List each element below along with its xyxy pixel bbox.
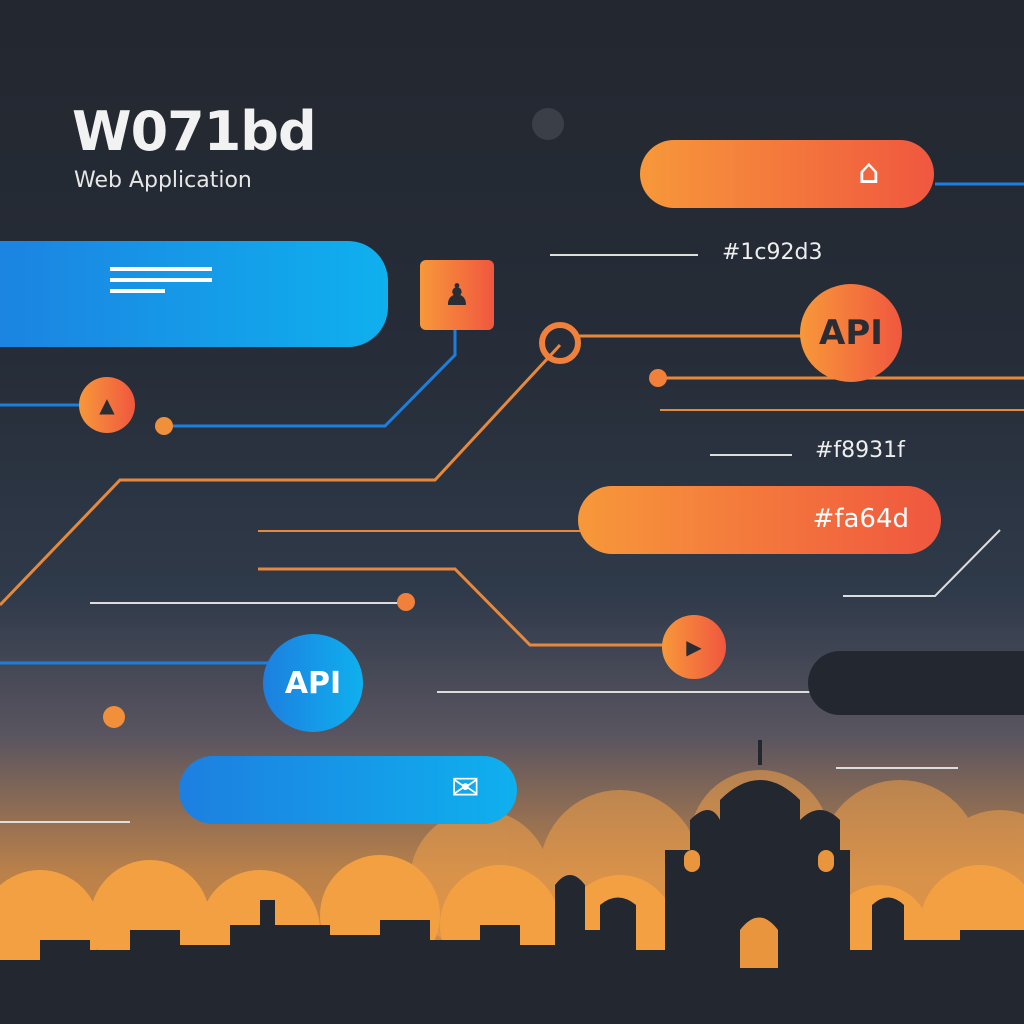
mail-bar[interactable]: ✉ [179, 756, 517, 824]
menu-icon [110, 267, 212, 293]
mail-icon: ✉ [451, 768, 480, 808]
api-badge-bottom[interactable]: API [263, 634, 363, 732]
color-label-blue: #1c92d3 [722, 240, 823, 265]
triangle-icon[interactable]: ▲ [79, 377, 135, 433]
dark-pill[interactable] [808, 651, 1024, 715]
color-pill-label: #fa64d [812, 504, 909, 534]
color-label-orange: #f8931f [815, 438, 905, 463]
api-badge-top[interactable]: API [800, 284, 902, 382]
menu-bar[interactable] [0, 241, 388, 347]
play-icon[interactable]: ▶ [662, 615, 726, 679]
app-subtitle: Web Application [74, 168, 252, 193]
home-button[interactable]: ⌂ [640, 140, 934, 208]
home-icon: ⌂ [858, 152, 880, 192]
user-icon[interactable]: ♟ [420, 260, 494, 330]
color-pill[interactable]: #fa64d [578, 486, 941, 554]
app-title: W071bd [72, 100, 317, 163]
